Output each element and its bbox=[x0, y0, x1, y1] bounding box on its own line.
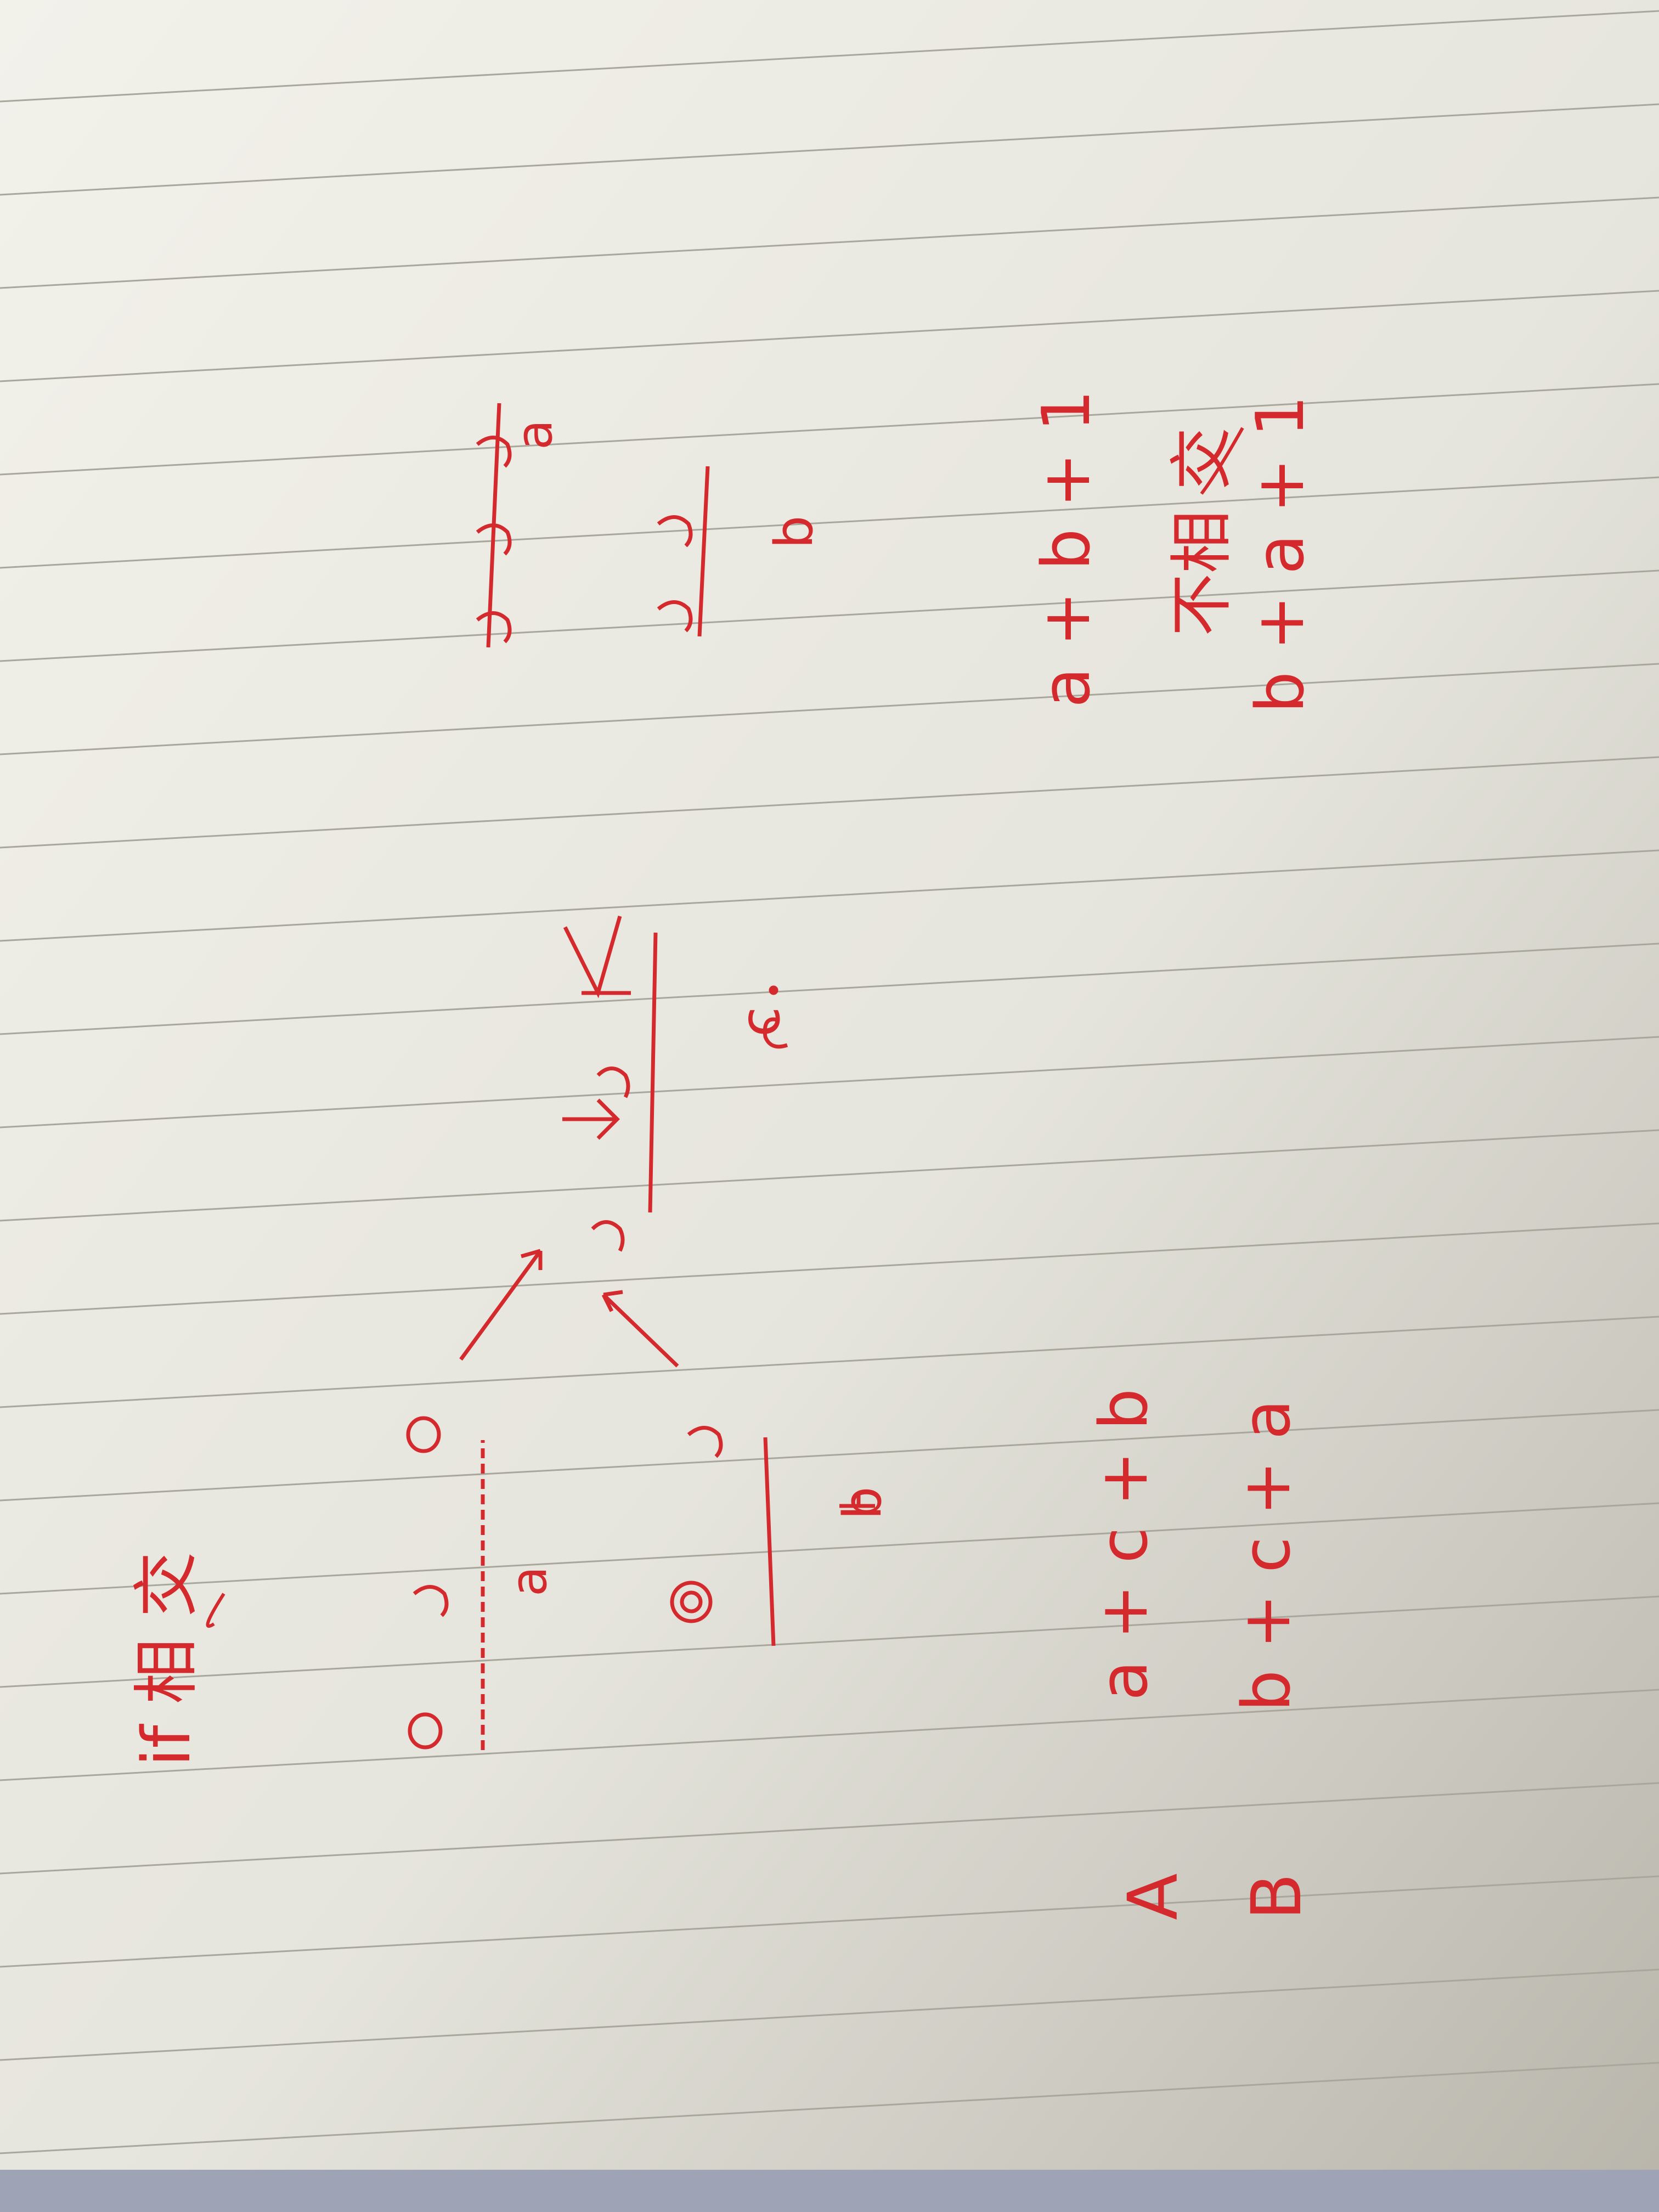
ruled-line bbox=[0, 943, 1659, 1035]
formula-right-2: b + a + 1 bbox=[1243, 395, 1319, 713]
ruled-line bbox=[0, 1782, 1659, 1875]
ruled-line bbox=[0, 1968, 1659, 2061]
ruled-lines bbox=[0, 10, 1659, 2154]
ruled-line bbox=[0, 10, 1659, 103]
ruled-line bbox=[0, 1222, 1659, 1315]
table-surface bbox=[0, 2170, 1659, 2212]
ruled-line bbox=[0, 290, 1659, 382]
ruled-line bbox=[0, 1409, 1659, 1502]
heading-left-stroke bbox=[206, 1593, 225, 1628]
ruled-line bbox=[0, 849, 1659, 942]
ruled-line bbox=[0, 383, 1659, 476]
formula-a-label: A bbox=[1114, 1873, 1193, 1920]
heading-left: if 相 交 bbox=[129, 1551, 205, 1767]
ruled-line bbox=[0, 1689, 1659, 1781]
formula-b-label: B bbox=[1237, 1873, 1317, 1920]
right-bottom-label: b bbox=[764, 516, 825, 549]
right-diagram bbox=[476, 403, 710, 648]
ruled-line bbox=[0, 1316, 1659, 1408]
middle-label: c bbox=[728, 1007, 792, 1037]
ruled-line bbox=[0, 476, 1659, 569]
ruled-line bbox=[0, 103, 1659, 196]
heading-intersect: if 相 交 bbox=[129, 1551, 205, 1767]
right-top-label: a bbox=[506, 420, 563, 450]
heading-right-stroke bbox=[1200, 427, 1244, 495]
heading-right: 不相 交 bbox=[1165, 427, 1239, 636]
left-bottom-label: b bbox=[833, 1487, 893, 1520]
left-diagram bbox=[406, 916, 875, 1750]
formula-right-1: a + b + 1 bbox=[1029, 390, 1105, 708]
ruled-line bbox=[0, 1129, 1659, 1222]
ruled-line bbox=[0, 663, 1659, 755]
ruled-line bbox=[0, 1502, 1659, 1595]
ruled-line bbox=[0, 2062, 1659, 2154]
formula-a: a + c + b bbox=[1086, 1389, 1163, 1701]
ruled-line bbox=[0, 569, 1659, 662]
ruled-line bbox=[0, 1036, 1659, 1128]
ruled-line bbox=[0, 196, 1659, 289]
formula-b: b + c + a bbox=[1229, 1400, 1305, 1712]
ruled-line bbox=[0, 1875, 1659, 1968]
ruled-line bbox=[0, 1595, 1659, 1688]
left-top-label: a bbox=[500, 1566, 558, 1596]
ruled-line bbox=[0, 756, 1659, 849]
heading-not-intersect: 不相 交 bbox=[1165, 427, 1239, 636]
